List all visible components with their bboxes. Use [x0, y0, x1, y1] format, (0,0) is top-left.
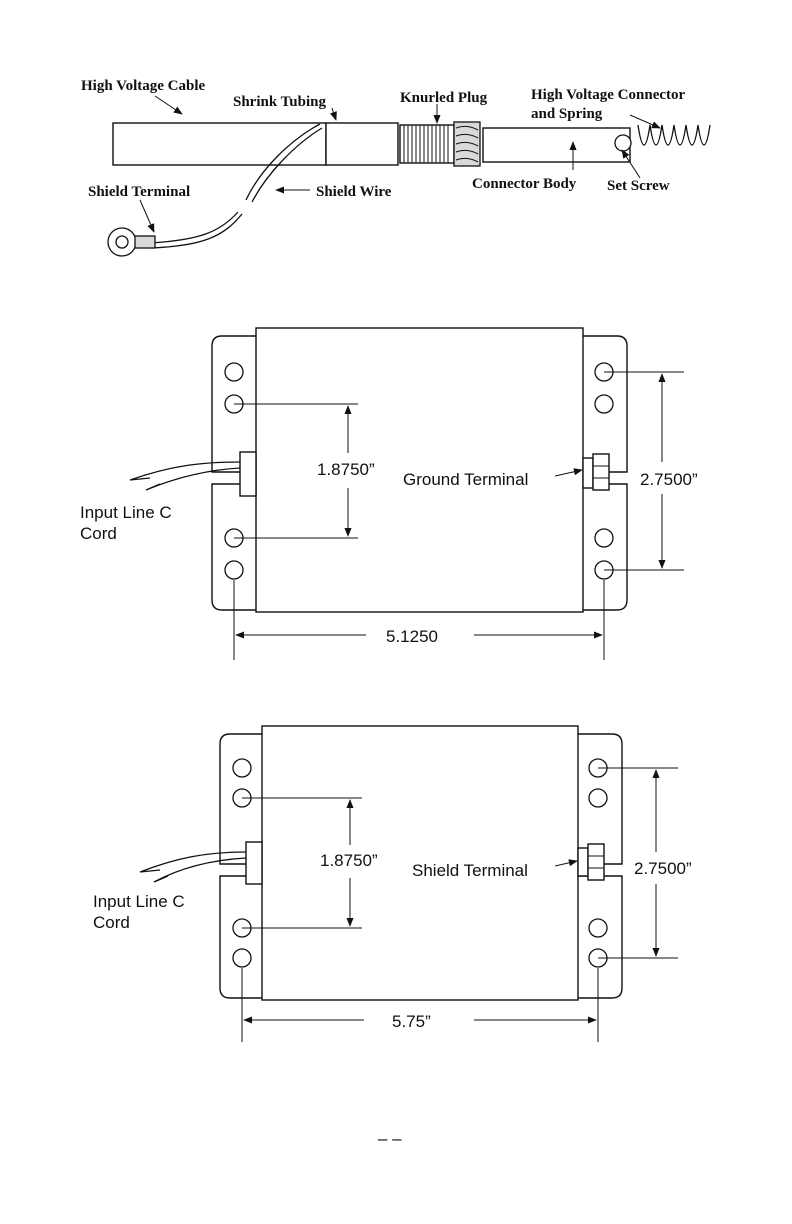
cord-strain-relief	[246, 842, 262, 884]
page-number-marker: – –	[378, 1129, 402, 1148]
mount-hole	[225, 363, 243, 381]
label-connector-body: Connector Body	[472, 176, 577, 192]
knurled-plug	[400, 122, 480, 166]
dim-label-2750: 2.7500”	[640, 470, 698, 489]
set-screw	[615, 135, 631, 151]
mount-hole	[233, 759, 251, 777]
dim-label-width: 5.1250	[386, 627, 438, 646]
label-shield-terminal: Shield Terminal	[88, 184, 190, 200]
enclosure-drawing-1: 1.8750” 2.7500” 5.1250 Ground Terminal I…	[80, 328, 698, 660]
label-input-cord-line2: Cord	[93, 913, 130, 932]
dim-label-width: 5.75”	[392, 1012, 431, 1031]
label-knurled-plug: Knurled Plug	[400, 90, 488, 106]
label-shield-wire: Shield Wire	[316, 184, 392, 200]
label-shield-terminal-2: Shield Terminal	[412, 861, 528, 880]
label-high-voltage-cable: High Voltage Cable	[81, 78, 206, 94]
shield-terminal	[108, 228, 155, 256]
label-shrink-tubing: Shrink Tubing	[233, 94, 326, 110]
mount-hole	[233, 949, 251, 967]
cable-assembly-diagram: High Voltage Cable Shrink Tubing Knurled…	[81, 78, 710, 256]
mount-hole	[589, 919, 607, 937]
mount-hole	[595, 395, 613, 413]
high-voltage-cable	[113, 123, 326, 165]
spring	[638, 125, 710, 145]
shrink-tubing	[326, 123, 398, 165]
dim-label-2750: 2.7500”	[634, 859, 692, 878]
label-set-screw: Set Screw	[607, 178, 670, 194]
ground-terminal	[583, 454, 609, 490]
shield-terminal	[578, 844, 604, 880]
mount-hole	[595, 529, 613, 547]
cord-strain-relief	[240, 452, 256, 496]
mount-hole	[589, 789, 607, 807]
dim-label-1875: 1.8750”	[320, 851, 378, 870]
label-ground-terminal: Ground Terminal	[403, 470, 528, 489]
label-hv-connector-line2: and Spring	[531, 106, 603, 122]
label-input-cord-line2: Cord	[80, 524, 117, 543]
label-hv-connector-line1: High Voltage Connector	[531, 87, 686, 103]
enclosure-drawing-2: 1.8750” 2.7500” 5.75” Shield Terminal In…	[93, 726, 692, 1042]
label-input-cord-line1: Input Line C	[80, 503, 172, 522]
label-input-cord-line1: Input Line C	[93, 892, 185, 911]
dim-label-1875: 1.8750”	[317, 460, 375, 479]
connector-body	[483, 128, 630, 162]
mount-hole	[225, 561, 243, 579]
